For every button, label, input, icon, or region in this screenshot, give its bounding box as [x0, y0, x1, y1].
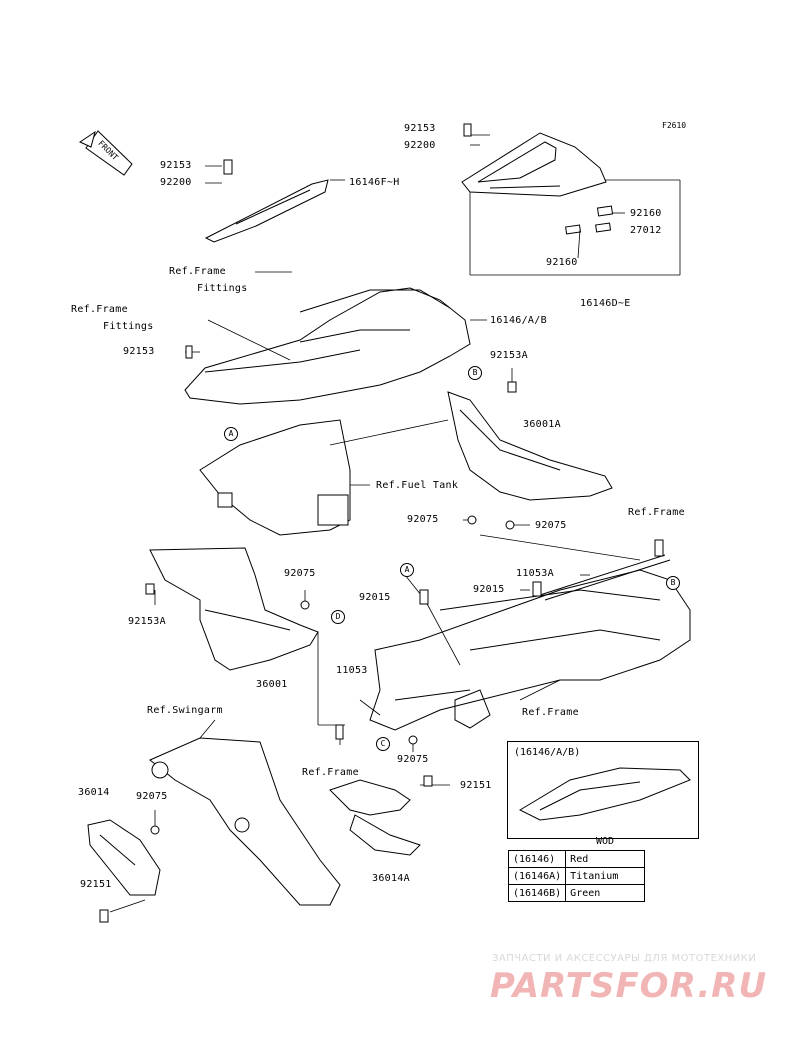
part-label: 92153A — [128, 616, 166, 627]
part-label: 16146D~E — [580, 298, 631, 309]
part-label: 92200 — [160, 177, 192, 188]
swingarm-outline — [149, 737, 341, 906]
legend-cowl-icon — [518, 767, 691, 821]
callout-D: D — [331, 610, 345, 624]
code-cell: (16146B) — [507, 884, 567, 902]
callout-B: B — [468, 366, 482, 380]
legend-header: WOD — [596, 836, 615, 847]
front-arrow-icon — [78, 130, 133, 176]
part-label: 92075 — [136, 791, 168, 802]
callout-A: A — [400, 563, 414, 577]
color-cell: Red — [565, 850, 646, 868]
part-label: 92075 — [397, 754, 429, 765]
color-table: (16146) Red (16146A) Titanium (16146B) G… — [507, 850, 646, 902]
code-cell: (16146) — [507, 850, 567, 868]
part-label: 36001 — [256, 679, 288, 690]
part-label: 11053 — [336, 665, 368, 676]
part-label: 92200 — [404, 140, 436, 151]
part-label: 92015 — [359, 592, 391, 603]
code-cell: (16146A) — [507, 867, 567, 885]
legend-box — [507, 741, 699, 839]
part-label: 92075 — [535, 520, 567, 531]
part-label: 36014 — [78, 787, 110, 798]
part-label: 92160 — [546, 257, 578, 268]
part-label: 92153 — [404, 123, 436, 134]
watermark-tagline: ЗАПЧАСТИ И АКСЕССУАРЫ ДЛЯ МОТОТЕХНИКИ — [492, 953, 757, 964]
part-label: Ref.Frame — [169, 266, 226, 277]
side-cover-36001 — [149, 547, 319, 671]
part-label: 92153 — [123, 346, 155, 357]
figure-code: F2610 — [662, 121, 687, 130]
table-row: (16146A) Titanium — [507, 867, 646, 885]
watermark-logo: PARTSFOR.RU — [490, 966, 768, 1006]
legend-title: (16146/A/B) — [514, 747, 581, 758]
seat-cover-piece — [204, 179, 329, 243]
part-label: 92075 — [407, 514, 439, 525]
part-label: 92153 — [160, 160, 192, 171]
upper-rear-cowl — [461, 132, 614, 235]
color-cell: Titanium — [565, 867, 646, 885]
part-label: 27012 — [630, 225, 662, 236]
table-row: (16146) Red — [507, 850, 646, 868]
part-label: Ref.Frame — [522, 707, 579, 718]
main-tail-cowl — [184, 287, 471, 405]
part-label: 92075 — [284, 568, 316, 579]
part-label: 36001A — [523, 419, 561, 430]
part-label: Ref.Swingarm — [147, 705, 223, 716]
leader-lines — [109, 134, 681, 913]
fasteners — [99, 123, 664, 923]
side-cover-36001A — [447, 391, 613, 501]
part-label: Fittings — [197, 283, 248, 294]
part-label: 92151 — [80, 879, 112, 890]
part-label: 92160 — [630, 208, 662, 219]
part-label: Ref.Frame — [71, 304, 128, 315]
table-row: (16146B) Green — [507, 884, 646, 902]
part-label: Ref.Frame — [628, 507, 685, 518]
part-label: Ref.Fuel Tank — [376, 480, 459, 491]
part-label: Fittings — [103, 321, 154, 332]
part-label: 92151 — [460, 780, 492, 791]
frame-outline — [369, 554, 691, 731]
color-cell: Green — [565, 884, 646, 902]
fuel-tank-outline — [199, 419, 351, 536]
callout-B: B — [666, 576, 680, 590]
part-label: 11053A — [516, 568, 554, 579]
callout-A: A — [224, 427, 238, 441]
part-label: 36014A — [372, 873, 410, 884]
part-label: 92153A — [490, 350, 528, 361]
part-label: 92015 — [473, 584, 505, 595]
part-label: 16146/A/B — [490, 315, 547, 326]
chain-guard-36014 — [87, 819, 161, 896]
callout-C: C — [376, 737, 390, 751]
part-label: 16146F~H — [349, 177, 400, 188]
part-label: Ref.Frame — [302, 767, 359, 778]
chain-guard-36014A — [329, 779, 421, 856]
